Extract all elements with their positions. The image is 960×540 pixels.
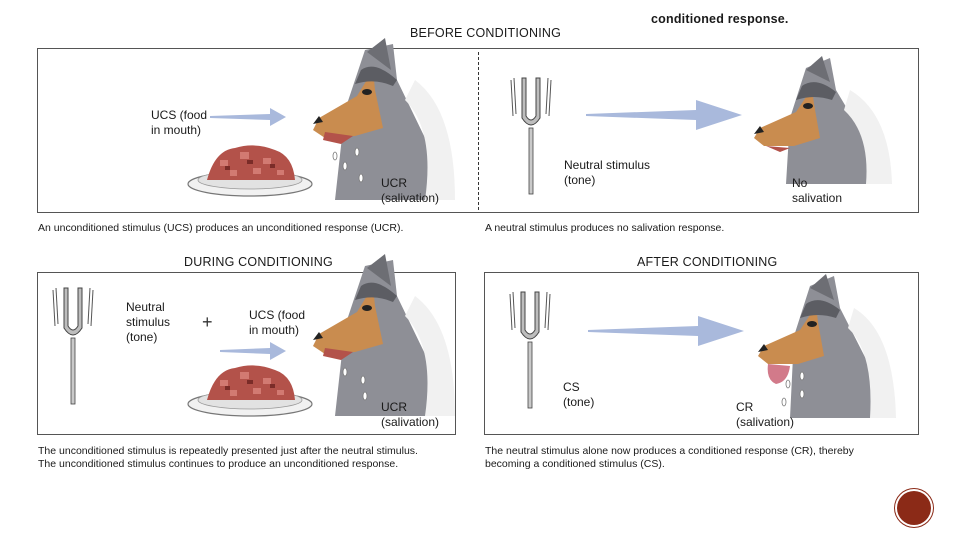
slide-badge-icon <box>897 491 931 525</box>
during-ucr-label: UCR (salivation) <box>381 400 440 429</box>
food-bowl-icon <box>187 365 313 417</box>
plus-sign: + <box>202 312 213 332</box>
arrow-icon <box>588 316 744 346</box>
neutral-stimulus-label: Neutral stimulus (tone) <box>564 158 651 187</box>
top-partial-text: conditioned response. <box>651 12 789 26</box>
after-caption-line2: becoming a conditioned stimulus (CS). <box>485 458 665 470</box>
after-heading: AFTER CONDITIONING <box>637 255 778 269</box>
panel-divider <box>478 52 479 210</box>
ucs-label: UCS (food in mouth) <box>151 108 208 137</box>
during-neutral-label: Neutral stimulus (tone) <box>126 300 171 344</box>
before-heading: BEFORE CONDITIONING <box>410 26 562 40</box>
arrow-icon <box>586 100 742 130</box>
after-caption-line1: The neutral stimulus alone now produces … <box>485 445 854 457</box>
no-salivation-label: No salivation <box>792 176 843 205</box>
arrow-icon <box>210 108 286 126</box>
before-left-caption: An unconditioned stimulus (UCS) produces… <box>38 222 404 234</box>
cs-label: CS (tone) <box>563 380 595 409</box>
food-bowl-icon <box>187 145 313 197</box>
during-caption-line2: The unconditioned stimulus continues to … <box>38 458 399 470</box>
dog-salivating-icon <box>313 38 455 200</box>
during-ucs-label: UCS (food in mouth) <box>249 308 306 337</box>
before-right-caption: A neutral stimulus produces no salivatio… <box>485 222 725 234</box>
cr-label: CR (salivation) <box>736 400 795 429</box>
dog-salivating-icon <box>313 254 455 416</box>
ucr-label: UCR (salivation) <box>381 176 440 205</box>
tuning-fork-icon <box>509 291 551 409</box>
dog-neutral-icon <box>754 56 892 184</box>
during-caption-line1: The unconditioned stimulus is repeatedly… <box>38 445 418 457</box>
during-heading: DURING CONDITIONING <box>184 255 333 269</box>
dog-conditioned-icon <box>758 274 896 418</box>
arrow-icon <box>220 342 286 360</box>
tuning-fork-icon <box>52 287 94 405</box>
tuning-fork-icon <box>510 77 552 195</box>
